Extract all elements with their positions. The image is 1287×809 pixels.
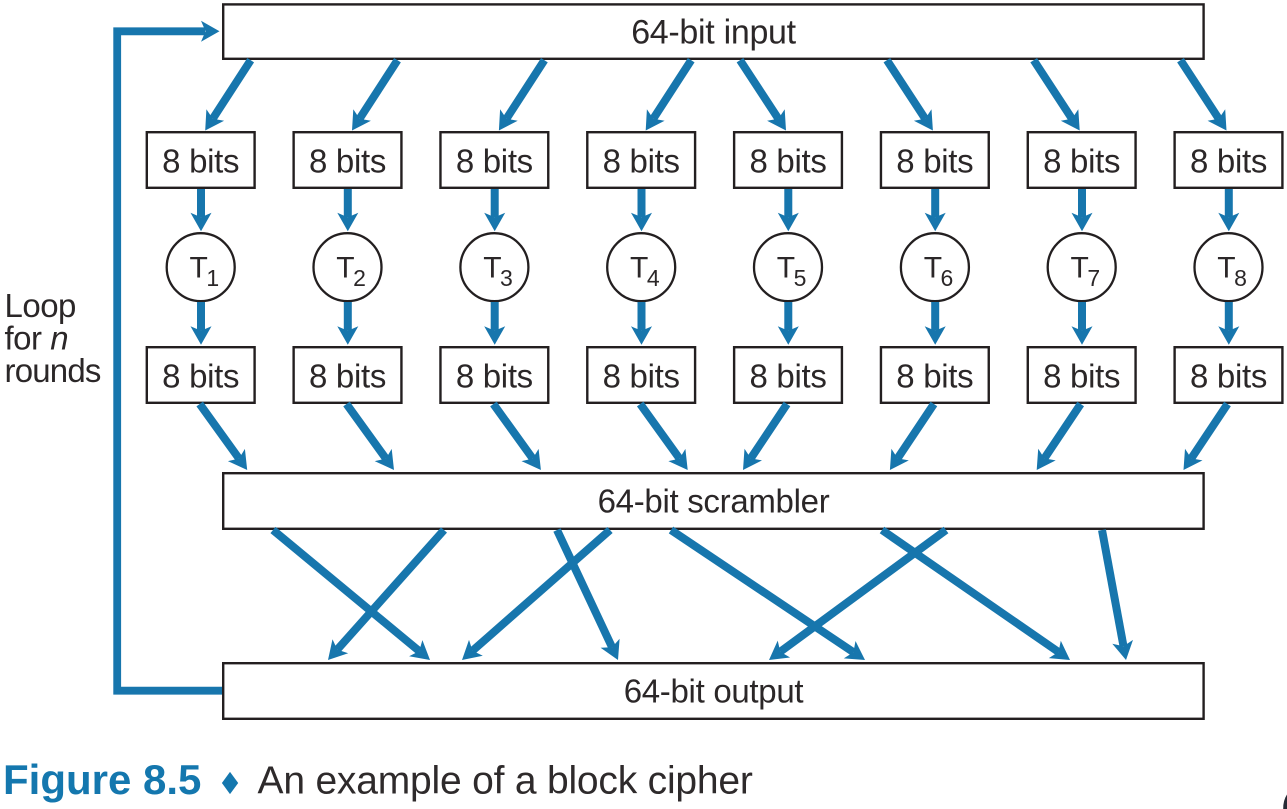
svg-text:T3: T3 — [483, 252, 513, 291]
svg-text:for n: for n — [5, 320, 69, 357]
svg-text:rounds: rounds — [5, 352, 101, 389]
svg-text:8 bits: 8 bits — [1190, 358, 1267, 395]
svg-text:8 bits: 8 bits — [309, 358, 386, 395]
svg-text:64-bit scrambler: 64-bit scrambler — [598, 483, 830, 520]
svg-text:Figure 8.5: Figure 8.5 — [3, 756, 201, 803]
svg-text:8 bits: 8 bits — [1043, 358, 1120, 395]
svg-text:8 bits: 8 bits — [896, 143, 973, 180]
svg-text:8 bits: 8 bits — [1190, 143, 1267, 180]
svg-text:T5: T5 — [777, 252, 807, 291]
svg-text:8 bits: 8 bits — [456, 143, 533, 180]
svg-text:Loop: Loop — [5, 287, 76, 324]
svg-text:8 bits: 8 bits — [603, 143, 680, 180]
svg-text:64-bit input: 64-bit input — [631, 14, 796, 52]
svg-text:64-bit output: 64-bit output — [624, 673, 804, 710]
svg-text:8 bits: 8 bits — [896, 358, 973, 395]
svg-text:8 bits: 8 bits — [456, 358, 533, 395]
svg-text:8 bits: 8 bits — [309, 143, 386, 180]
svg-text:8 bits: 8 bits — [749, 358, 826, 395]
svg-text:T7: T7 — [1071, 252, 1101, 291]
svg-text:8 bits: 8 bits — [603, 358, 680, 395]
svg-text:T2: T2 — [336, 252, 366, 291]
svg-text:8 bits: 8 bits — [162, 358, 239, 395]
svg-text:8 bits: 8 bits — [749, 143, 826, 180]
svg-text:8 bits: 8 bits — [1043, 143, 1120, 180]
svg-text:An example of a block cipher: An example of a block cipher — [258, 760, 753, 803]
svg-text:8 bits: 8 bits — [162, 143, 239, 180]
